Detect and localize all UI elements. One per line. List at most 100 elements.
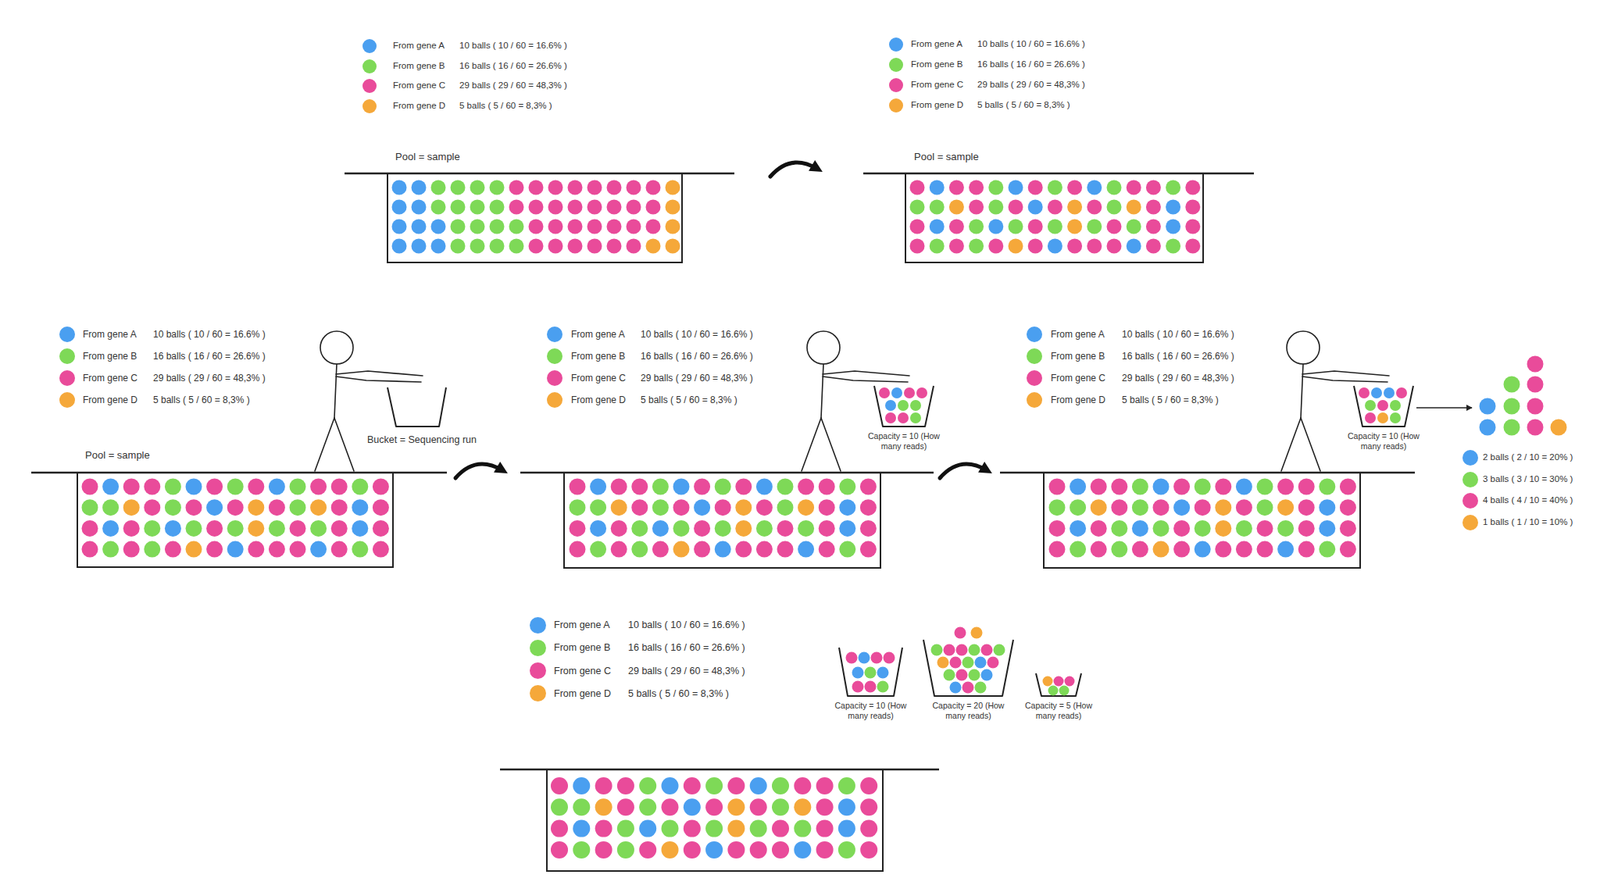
ball — [372, 478, 390, 496]
ball — [528, 239, 544, 254]
pool-box — [564, 472, 881, 568]
ball — [1132, 478, 1149, 496]
ball — [587, 239, 603, 254]
ball — [793, 798, 811, 816]
ball — [1028, 200, 1043, 215]
figure-arm — [335, 376, 422, 383]
ball — [572, 820, 590, 838]
ball — [1090, 499, 1108, 516]
legend-text: From gene D — [1050, 394, 1106, 406]
ball — [1064, 676, 1075, 687]
legend-text: 2 balls ( 2 / 10 = 20% ) — [1482, 452, 1573, 464]
ball — [1132, 499, 1149, 516]
ball — [950, 657, 962, 669]
ball — [646, 180, 661, 196]
ball — [1053, 676, 1065, 687]
count-label: 29 balls ( 29 / 60 = 48,3% ) — [1121, 372, 1235, 384]
count-label: 5 balls ( 5 / 60 = 8,3% ) — [628, 687, 729, 700]
capacity-caption: Capacity = 20 (How many reads) — [931, 700, 1007, 722]
ball — [943, 669, 956, 682]
ball — [595, 777, 613, 795]
ball — [431, 239, 447, 254]
ball — [929, 219, 945, 235]
ball — [1126, 219, 1142, 235]
ball — [331, 478, 348, 496]
ball — [331, 541, 348, 558]
ball — [816, 777, 834, 795]
ball — [206, 499, 223, 516]
ball — [793, 820, 811, 838]
ball — [1277, 478, 1294, 496]
ball — [589, 520, 607, 537]
ball — [771, 841, 790, 859]
legend-swatch — [889, 98, 904, 113]
ball — [289, 499, 307, 516]
ball — [1110, 541, 1128, 558]
ball — [185, 478, 203, 496]
ball — [818, 478, 836, 496]
ball — [247, 478, 265, 496]
ball — [289, 541, 307, 558]
ball — [1479, 419, 1497, 436]
ball — [1132, 520, 1149, 537]
ball — [392, 239, 408, 254]
ball — [665, 200, 681, 215]
count-label: 29 balls ( 29 / 60 = 48,3% ) — [459, 80, 568, 92]
ball — [1396, 387, 1408, 399]
ball — [1090, 541, 1108, 558]
ball — [1235, 499, 1253, 516]
figure-head — [1286, 331, 1320, 365]
ball — [489, 239, 505, 254]
legend-text: From gene B — [1050, 350, 1105, 362]
pool-box: Pool = sample — [904, 173, 1204, 264]
ball — [771, 798, 790, 816]
ball — [509, 239, 525, 254]
bucket-shape — [839, 647, 903, 697]
pool-label: Pool = sample — [395, 150, 461, 164]
ball — [793, 841, 811, 859]
ball — [771, 820, 790, 838]
ball — [567, 200, 583, 215]
ball — [665, 180, 681, 196]
ball — [1047, 219, 1063, 235]
bucket: Capacity = 10 (How many reads) — [874, 385, 934, 427]
ball — [268, 520, 286, 537]
ball — [1048, 685, 1059, 697]
ball — [910, 200, 925, 215]
count-label: 16 balls ( 16 / 60 = 26.6% ) — [459, 60, 568, 72]
ball — [646, 239, 661, 254]
ball — [1090, 520, 1108, 537]
legend-text: 1 balls ( 1 / 10 = 10% ) — [1482, 517, 1573, 529]
ball — [797, 520, 815, 537]
legend-swatch — [1026, 370, 1043, 386]
legend-swatch — [1462, 514, 1479, 531]
legend-swatch — [889, 57, 904, 72]
pool-box — [546, 769, 883, 872]
pool-box: Pool = sample — [386, 173, 683, 264]
ball — [1364, 400, 1376, 411]
ball — [1318, 499, 1336, 516]
ball — [693, 520, 711, 537]
ball — [1153, 478, 1170, 496]
bucket: Capacity = 20 (How many reads) — [923, 639, 1014, 697]
ball — [1086, 219, 1102, 235]
ball — [489, 219, 505, 235]
ball — [639, 777, 657, 795]
legend-text: From gene D — [82, 394, 138, 406]
ball — [411, 200, 427, 215]
count-label: 10 balls ( 10 / 60 = 16.6% ) — [977, 39, 1086, 50]
ball — [949, 219, 965, 235]
legend-swatch — [362, 59, 377, 74]
ball — [818, 541, 836, 558]
ball — [392, 180, 408, 196]
ball — [714, 520, 732, 537]
ball — [206, 520, 223, 537]
ball — [968, 239, 984, 254]
ball — [164, 520, 182, 537]
ball — [962, 682, 975, 694]
ball — [567, 239, 583, 254]
ball — [528, 200, 544, 215]
ball — [1173, 478, 1190, 496]
ball — [968, 644, 981, 657]
ball — [1028, 219, 1043, 235]
